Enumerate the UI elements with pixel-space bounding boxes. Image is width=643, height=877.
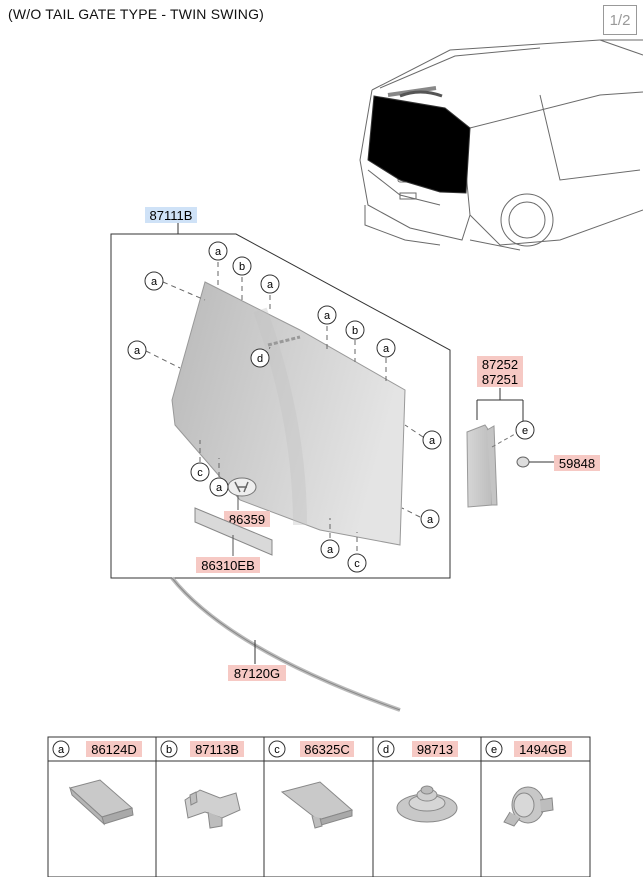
callout-a[interactable] <box>376 338 396 358</box>
svg-text:a: a <box>383 343 390 355</box>
van-rear-wiper <box>399 90 443 98</box>
legend-part-e[interactable]: 1494GB <box>519 742 567 757</box>
part-label-bg <box>190 741 244 757</box>
molding-strip[interactable] <box>170 576 401 712</box>
part-label-bg <box>477 372 523 387</box>
callout-a[interactable] <box>209 477 229 497</box>
svg-text:b: b <box>239 261 245 273</box>
callout-a[interactable] <box>317 305 337 325</box>
van-illustration <box>359 39 643 251</box>
svg-text:a: a <box>58 744 65 756</box>
clip-d-strip <box>267 335 301 347</box>
lettering-strip <box>194 507 273 556</box>
legend-part-d[interactable]: 98713 <box>417 742 453 757</box>
legend-part-image-b <box>184 789 241 829</box>
svg-text:a: a <box>216 482 223 494</box>
callout-e-letter: e <box>522 425 528 437</box>
legend-callout-d <box>377 740 395 758</box>
svg-text:c: c <box>354 558 360 570</box>
legend-part-b[interactable]: 87113B <box>195 742 239 757</box>
part-label-molding[interactable]: 87120G <box>234 666 280 681</box>
part-label-bg <box>514 741 572 757</box>
legend-part-image-e <box>503 786 554 827</box>
callout-a[interactable] <box>260 274 280 294</box>
part-label-lettering[interactable]: 86310EB <box>201 558 255 573</box>
svg-text:a: a <box>267 279 274 291</box>
leader-seal-e <box>491 433 516 448</box>
callout-a[interactable] <box>320 539 340 559</box>
rear-glass-panel[interactable] <box>171 281 406 546</box>
svg-text:a: a <box>215 246 222 258</box>
callout-a[interactable] <box>127 340 147 360</box>
svg-text:a: a <box>327 544 334 556</box>
legend-table <box>47 736 591 877</box>
svg-text:a: a <box>134 345 141 357</box>
part-label-glass[interactable]: 87111B <box>150 208 193 223</box>
callout-a[interactable] <box>144 271 164 291</box>
svg-text:c: c <box>197 467 203 479</box>
page-indicator[interactable]: 1/2 <box>603 5 637 35</box>
svg-text:b: b <box>166 744 172 756</box>
callout-a[interactable] <box>420 509 440 529</box>
part-label-bg <box>224 511 270 527</box>
assembly-frame <box>110 233 451 579</box>
legend-part-c[interactable]: 86325C <box>304 742 350 757</box>
part-label-seal-upper[interactable]: 87252 <box>482 357 518 372</box>
svg-text:e: e <box>491 744 497 756</box>
svg-text:a: a <box>151 276 158 288</box>
callout-markers <box>127 241 442 573</box>
legend-callout-b <box>160 740 178 758</box>
callout-b[interactable] <box>345 320 365 340</box>
part-label-bg <box>554 455 600 471</box>
molding-outline <box>171 577 401 711</box>
callout-d[interactable] <box>250 348 270 368</box>
van-rear-window <box>367 95 471 194</box>
glass-shading <box>253 307 307 526</box>
part-label-bg <box>196 557 260 573</box>
legend-part-image-d <box>396 785 458 823</box>
svg-text:b: b <box>352 325 358 337</box>
svg-text:d: d <box>383 744 389 756</box>
callout-a[interactable] <box>208 241 228 261</box>
callout-letters: a a b a a a b a d a a c a a c <box>134 246 436 570</box>
callout-a[interactable] <box>422 430 442 450</box>
part-label-bg <box>228 665 286 681</box>
side-clip-part[interactable] <box>516 456 530 468</box>
callout-c[interactable] <box>347 553 367 573</box>
svg-text:a: a <box>324 310 331 322</box>
part-label-seal-lower[interactable]: 87251 <box>482 372 518 387</box>
part-label-bg <box>86 741 142 757</box>
part-label-emblem[interactable]: 86359 <box>229 512 265 527</box>
part-label-bg <box>300 741 354 757</box>
part-label-bg <box>412 741 458 757</box>
legend-callout-a <box>52 740 70 758</box>
callout-b[interactable] <box>232 256 252 276</box>
legend-part-image-c <box>280 781 354 829</box>
legend-row: a 86124D b 87113B c 86325C d 98713 e 149… <box>52 740 572 758</box>
callout-e[interactable] <box>515 420 535 440</box>
part-label-clip-side[interactable]: 59848 <box>559 456 595 471</box>
part-label-bg <box>477 356 523 372</box>
leader-seal-bracket <box>476 388 524 421</box>
diagram-title: (W/O TAIL GATE TYPE - TWIN SWING) <box>8 6 265 22</box>
svg-text:d: d <box>257 353 263 365</box>
legend-part-image-a <box>68 779 134 826</box>
callout-c[interactable] <box>190 462 210 482</box>
svg-text:c: c <box>274 744 280 756</box>
svg-text:a: a <box>427 514 434 526</box>
part-label-bg <box>145 207 197 223</box>
svg-text:a: a <box>429 435 436 447</box>
emblem-mark <box>234 481 249 493</box>
legend-callout-e <box>485 740 503 758</box>
callout-leaders <box>145 262 424 551</box>
legend-callout-c <box>268 740 286 758</box>
legend-part-a[interactable]: 86124D <box>91 742 137 757</box>
